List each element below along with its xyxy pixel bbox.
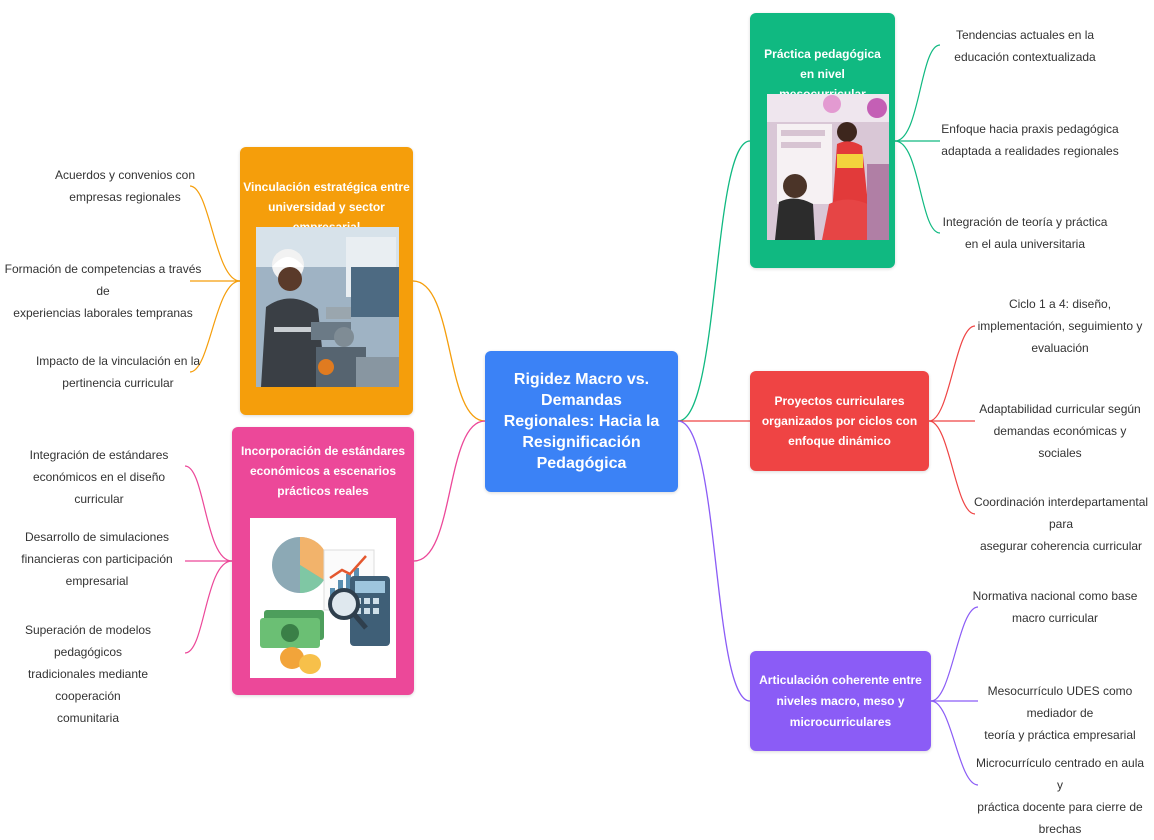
connector-proyectos-leaf-1	[928, 325, 976, 422]
incorporacion-leaf-1[interactable]: Integración de estándares económicos en …	[29, 448, 169, 506]
connector-central-articulacion	[677, 420, 751, 702]
incorporacion-leaf-3[interactable]: Superación de modelos pedagógicos tradic…	[24, 623, 152, 725]
proyectos-leaf-1[interactable]: Ciclo 1 a 4: diseño, implementación, seg…	[977, 297, 1143, 355]
classroom-practice-photo	[767, 94, 889, 240]
articulacion-leaf-3[interactable]: Microcurrículo centrado en aula y prácti…	[975, 756, 1145, 836]
articulacion-title: Articulación coherente entre niveles mac…	[759, 672, 922, 729]
connector-practica-leaf-3	[894, 140, 941, 234]
incorporacion-title: Incorporación de estándares económicos a…	[240, 444, 406, 498]
vinculacion-leaf-2[interactable]: Formación de competencias a través de ex…	[4, 262, 202, 320]
incorporacion-node[interactable]: Incorporación de estándares económicos a…	[232, 427, 414, 695]
proyectos-node[interactable]: Proyectos curriculares organizados por c…	[750, 371, 929, 471]
connector-central-practica	[677, 140, 751, 422]
proyectos-leaf-2[interactable]: Adaptabilidad curricular según demandas …	[979, 402, 1141, 460]
vinculacion-node[interactable]: Vinculación estratégica entre universida…	[240, 147, 413, 415]
central-topic-node[interactable]: Rigidez Macro vs. Demandas Regionales: H…	[485, 351, 678, 492]
connector-proyectos-leaf-3	[928, 420, 976, 515]
connector-lines	[184, 44, 979, 786]
central-topic-title: Rigidez Macro vs. Demandas Regionales: H…	[503, 371, 660, 472]
practica-leaf-2[interactable]: Enfoque hacia praxis pedagógica adaptada…	[941, 122, 1119, 158]
connector-vinc-leaf-3	[189, 280, 241, 373]
connector-incorp-leaf-3	[184, 560, 233, 654]
connector-vinc-leaf-1	[189, 185, 241, 282]
proyectos-leaf-3[interactable]: Coordinación interdepartamental para ase…	[973, 495, 1149, 553]
connector-central-vinculacion	[412, 280, 486, 422]
proyectos-title: Proyectos curriculares organizados por c…	[761, 394, 918, 448]
connector-central-incorporacion	[413, 420, 486, 562]
articulacion-leaf-2[interactable]: Mesocurrículo UDES como mediador de teor…	[984, 684, 1136, 742]
connector-incorp-leaf-1	[184, 465, 233, 562]
vinculacion-leaf-1[interactable]: Acuerdos y convenios con empresas region…	[54, 168, 196, 204]
incorporacion-leaf-2[interactable]: Desarrollo de simulaciones financieras c…	[21, 530, 173, 588]
connector-articul-leaf-1	[930, 606, 979, 702]
industrial-worker-photo	[256, 227, 399, 387]
practica-leaf-1[interactable]: Tendencias actuales en la educación cont…	[954, 28, 1096, 64]
finance-charts-calculator-illustration	[250, 518, 396, 678]
articulacion-node[interactable]: Articulación coherente entre niveles mac…	[750, 651, 931, 751]
practica-leaf-3[interactable]: Integración de teoría y práctica en el a…	[942, 215, 1108, 251]
vinculacion-leaf-3[interactable]: Impacto de la vinculación en la pertinen…	[35, 354, 201, 390]
practica-node[interactable]: Práctica pedagógica en nivel mesocurricu…	[750, 13, 895, 268]
articulacion-leaf-1[interactable]: Normativa nacional como base macro curri…	[972, 589, 1138, 625]
connector-articul-leaf-3	[930, 700, 979, 786]
connector-practica-leaf-1	[894, 44, 941, 142]
